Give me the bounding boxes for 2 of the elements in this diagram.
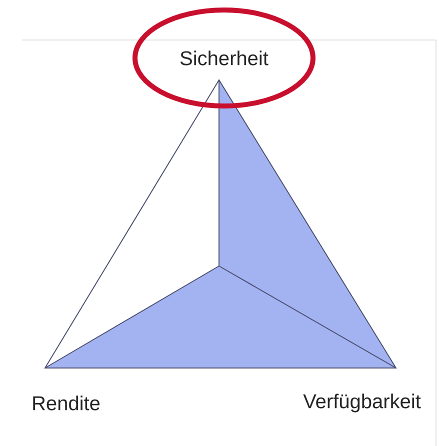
axis-label: Verfügbarkeit [303, 394, 421, 412]
axis-label: Rendite [33, 396, 100, 410]
